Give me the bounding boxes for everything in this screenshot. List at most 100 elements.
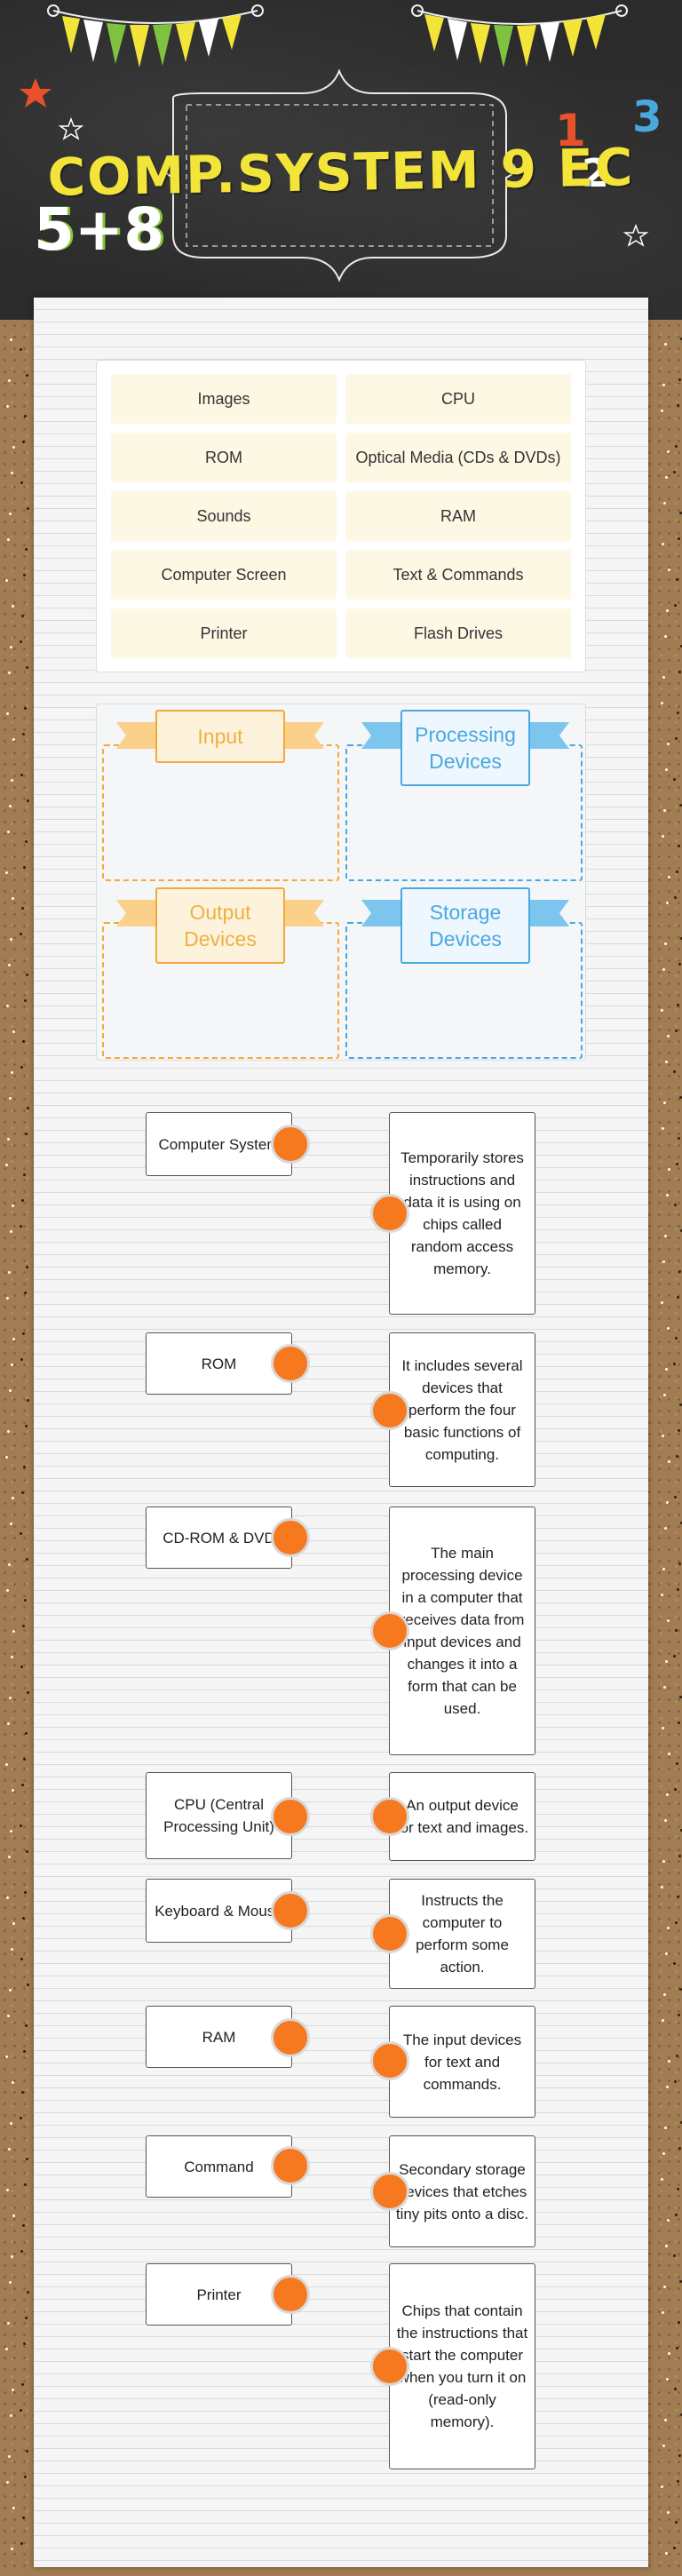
cork-pin	[667, 1927, 670, 1929]
cork-pin	[6, 405, 9, 408]
term-connector-dot[interactable]	[271, 1125, 310, 1164]
definition-connector-dot[interactable]	[370, 1194, 409, 1233]
term-connector-dot[interactable]	[271, 2018, 310, 2057]
cork-pin	[11, 1656, 13, 1658]
cork-pin	[667, 1035, 670, 1038]
cork-pin	[679, 2280, 682, 2283]
word-chip[interactable]: Text & Commands	[345, 550, 571, 600]
term-connector-dot[interactable]	[271, 1797, 310, 1836]
cork-pin	[26, 1266, 28, 1268]
match-definition[interactable]: The input devices for text and commands.	[389, 2006, 535, 2118]
cork-pin	[12, 605, 14, 608]
term-connector-dot[interactable]	[271, 2275, 310, 2314]
match-definition[interactable]: Temporarily stores instructions and data…	[389, 1112, 535, 1315]
match-term[interactable]: RAM	[146, 2006, 292, 2068]
match-term[interactable]: CPU (Central Processing Unit)	[146, 1772, 292, 1859]
cork-pin	[9, 1097, 12, 1100]
cork-pin	[674, 604, 677, 607]
cork-pin	[27, 1984, 29, 1986]
match-term[interactable]: Printer	[146, 2263, 292, 2326]
cork-pin	[10, 938, 12, 941]
match-definition[interactable]: An output device for text and images.	[389, 1772, 535, 1861]
category-ribbon-input: Input	[116, 710, 324, 763]
cork-pin	[667, 2219, 670, 2222]
word-chip[interactable]: Computer Screen	[111, 550, 337, 600]
cork-pin	[673, 1363, 676, 1365]
word-chip[interactable]: Printer	[111, 608, 337, 658]
cork-pin	[20, 1358, 23, 1361]
cork-pin	[664, 2127, 667, 2129]
word-chip[interactable]: RAM	[345, 491, 571, 541]
match-definition[interactable]: Instructs the computer to perform some a…	[389, 1879, 535, 1989]
cork-pin	[7, 1722, 10, 1725]
match-definition[interactable]: Chips that contain the instructions that…	[389, 2263, 535, 2469]
cork-pin	[677, 1896, 679, 1898]
definition-connector-dot[interactable]	[370, 2347, 409, 2386]
cork-pin	[26, 374, 28, 377]
cork-pin	[11, 2548, 13, 2550]
match-definition[interactable]: It includes several devices that perform…	[389, 1332, 535, 1487]
cork-pin	[23, 2050, 26, 2053]
cork-pin	[675, 1629, 678, 1632]
cork-pin	[24, 1292, 27, 1294]
match-term[interactable]: CD-ROM & DVD	[146, 1507, 292, 1569]
cork-pin	[665, 768, 668, 771]
word-chip[interactable]: CPU	[345, 374, 571, 424]
cork-pin	[680, 937, 682, 940]
cork-pin	[680, 1829, 682, 1832]
term-connector-dot[interactable]	[271, 2146, 310, 2185]
word-chip[interactable]: Images	[111, 374, 337, 424]
cork-pin	[27, 507, 29, 510]
word-chip[interactable]: Flash Drives	[345, 608, 571, 658]
cork-pin	[7, 831, 10, 833]
cork-pin	[674, 2388, 677, 2390]
cork-pin	[25, 1133, 28, 1135]
definition-connector-dot[interactable]	[370, 1797, 409, 1836]
cork-pin	[663, 1993, 666, 1996]
doodle-number-two: 2	[582, 151, 609, 196]
cork-pin	[8, 964, 11, 966]
match-term[interactable]: ROM	[146, 1332, 292, 1395]
cork-pin	[24, 999, 27, 1002]
match-term[interactable]: Keyboard & Mouse	[146, 1879, 292, 1943]
cork-pin	[26, 2450, 28, 2453]
page-title: COMP.SYSTEM 9 EC	[47, 137, 635, 208]
cork-pin	[11, 472, 13, 474]
definition-connector-dot[interactable]	[370, 1914, 409, 1953]
cork-pin	[677, 1296, 679, 1299]
cork-pin	[678, 2321, 680, 2324]
definition-connector-dot[interactable]	[370, 2172, 409, 2211]
cork-pin	[667, 450, 670, 453]
term-connector-dot[interactable]	[271, 1344, 310, 1383]
definition-connector-dot[interactable]	[370, 2041, 409, 2080]
word-chip[interactable]: Sounds	[111, 491, 337, 541]
cork-pin	[25, 548, 28, 551]
cork-pin	[5, 1456, 8, 1459]
category-label: Storage Devices	[400, 887, 530, 964]
cork-pin	[22, 2516, 25, 2519]
word-chip[interactable]: Optical Media (CDs & DVDs)	[345, 433, 571, 482]
match-term[interactable]: Computer System	[146, 1112, 292, 1176]
drop-zone-input[interactable]	[102, 744, 339, 881]
term-connector-dot[interactable]	[271, 1518, 310, 1557]
cork-pin	[9, 805, 12, 807]
cork-pin	[11, 2255, 13, 2258]
cork-pin	[7, 1138, 10, 1141]
cork-pin	[20, 1825, 22, 1827]
term-connector-dot[interactable]	[271, 1891, 310, 1930]
cork-pin	[679, 1096, 682, 1099]
match-definition[interactable]: The main processing device in a computer…	[389, 1507, 535, 1755]
match-term[interactable]: Command	[146, 2135, 292, 2198]
cork-pin	[25, 1732, 28, 1735]
cork-pin	[673, 778, 676, 781]
cork-pin	[9, 1989, 12, 1992]
definition-connector-dot[interactable]	[370, 1611, 409, 1650]
cork-pin	[665, 476, 668, 479]
word-chip[interactable]: ROM	[111, 433, 337, 482]
cork-pin	[662, 1860, 665, 1863]
definition-connector-dot[interactable]	[370, 1391, 409, 1430]
cork-pin	[6, 1297, 9, 1300]
match-definition[interactable]: Secondary storage devices that etches ti…	[389, 2135, 535, 2247]
cork-pin	[674, 896, 677, 899]
cork-pin	[668, 2352, 670, 2355]
